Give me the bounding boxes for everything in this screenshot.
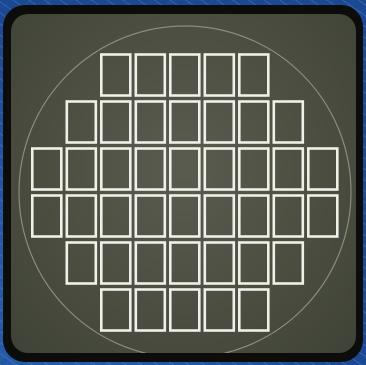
die	[205, 196, 234, 237]
die	[67, 102, 96, 143]
die	[101, 290, 130, 331]
die	[32, 149, 61, 190]
die	[274, 243, 303, 284]
die	[205, 290, 234, 331]
die	[101, 55, 130, 96]
die	[170, 102, 199, 143]
die	[239, 149, 268, 190]
die	[136, 196, 165, 237]
die	[101, 196, 130, 237]
die	[274, 102, 303, 143]
die	[170, 290, 199, 331]
die	[136, 149, 165, 190]
die	[205, 102, 234, 143]
die	[67, 196, 96, 237]
die	[170, 149, 199, 190]
die	[136, 102, 165, 143]
die	[32, 196, 61, 237]
die	[67, 243, 96, 284]
die	[67, 149, 96, 190]
photo-frame	[3, 5, 363, 362]
die	[239, 196, 268, 237]
die	[136, 290, 165, 331]
die	[136, 243, 165, 284]
die	[274, 149, 303, 190]
die	[101, 243, 130, 284]
die	[136, 55, 165, 96]
die	[205, 149, 234, 190]
die	[101, 149, 130, 190]
die	[205, 55, 234, 96]
die	[239, 55, 268, 96]
wafer-photo	[11, 14, 356, 353]
die	[170, 55, 199, 96]
wafer-die-grid	[11, 14, 356, 353]
die	[205, 243, 234, 284]
die	[308, 196, 337, 237]
die	[170, 196, 199, 237]
die	[101, 102, 130, 143]
die	[274, 196, 303, 237]
die	[239, 102, 268, 143]
die	[170, 243, 199, 284]
die	[239, 243, 268, 284]
die	[239, 290, 268, 331]
die	[308, 149, 337, 190]
